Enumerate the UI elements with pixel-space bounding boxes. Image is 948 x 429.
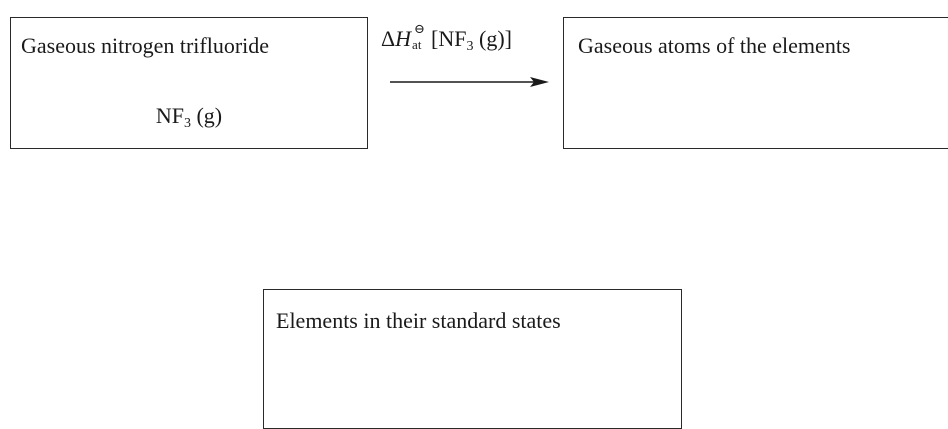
standard-superscript: ⊖: [414, 21, 425, 36]
arrow-head: [530, 77, 549, 87]
formula-suffix: (g): [190, 103, 223, 128]
nitrogen-trifluoride-formula: NF3 (g): [11, 103, 367, 131]
delta-symbol: Δ: [381, 26, 396, 51]
formula-subscript: 3: [183, 116, 191, 131]
nitrogen-trifluoride-title: Gaseous nitrogen trifluoride: [21, 33, 270, 58]
atomisation-subscript: at: [412, 37, 422, 52]
enthalpy-scripts: ⊖at: [411, 22, 431, 52]
enthalpy-symbol: H: [395, 26, 412, 51]
species-prefix: NF: [438, 26, 467, 51]
standard-states-box: Elements in their standard states: [263, 289, 682, 429]
gaseous-atoms-title: Gaseous atoms of the elements: [578, 33, 851, 58]
formula-prefix: NF: [155, 103, 184, 128]
nitrogen-trifluoride-box: Gaseous nitrogen trifluoride NF3 (g): [10, 17, 368, 149]
open-bracket: [: [431, 26, 439, 51]
species-suffix: (g): [473, 26, 505, 51]
enthalpy-of-atomisation-label: ΔH⊖at[NF3 (g)]: [381, 22, 512, 54]
close-bracket: ]: [504, 26, 512, 51]
gaseous-atoms-box: Gaseous atoms of the elements: [563, 17, 948, 149]
standard-states-title: Elements in their standard states: [276, 308, 561, 333]
species-subscript: 3: [466, 39, 474, 54]
